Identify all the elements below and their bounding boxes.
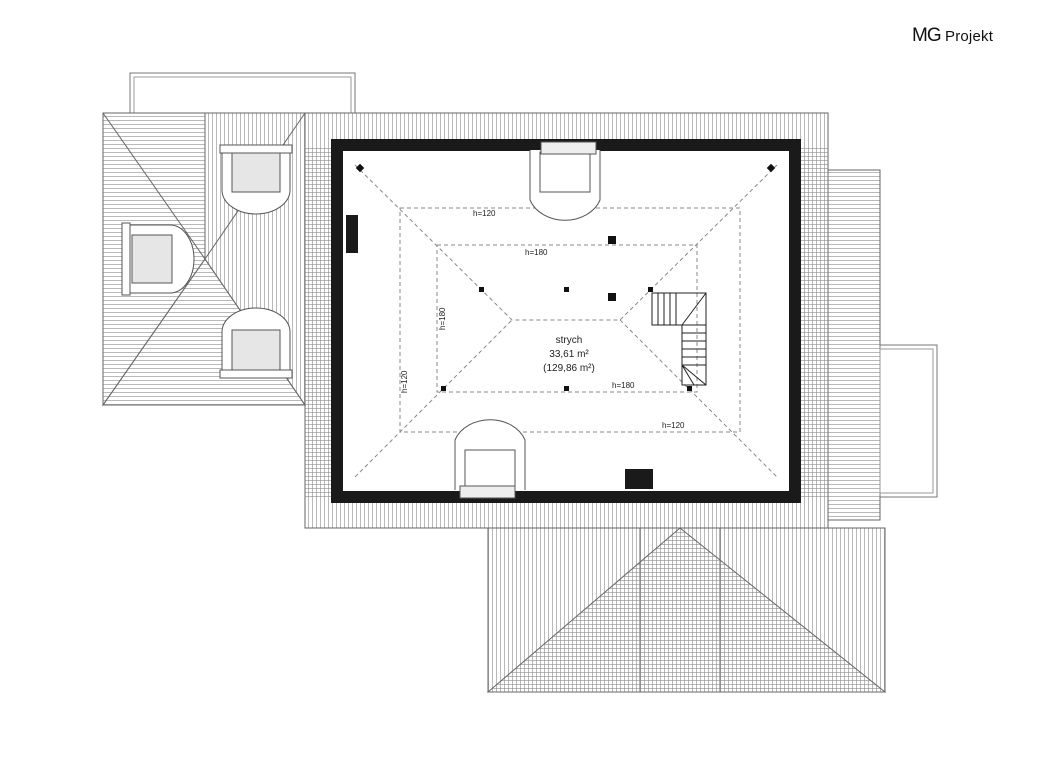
height-label: h=120 — [662, 421, 685, 430]
brand-logo: MG Projekt — [912, 25, 994, 46]
room-area-total: (129,86 m²) — [543, 363, 595, 374]
height-label: h=120 — [400, 370, 409, 393]
balcony-top — [129, 72, 356, 114]
room-name: strych — [556, 335, 583, 346]
height-label: h=180 — [612, 381, 635, 390]
height-label: h=180 — [525, 248, 548, 257]
height-label: h=120 — [473, 209, 496, 218]
chimney — [625, 469, 653, 489]
right-roof — [827, 169, 881, 521]
chimney — [346, 215, 358, 253]
dormer — [454, 141, 601, 499]
room-area: 33,61 m² — [549, 349, 589, 360]
lower-roof — [486, 527, 887, 693]
staircase — [651, 292, 707, 386]
dormer — [121, 144, 293, 379]
balcony-right — [879, 344, 938, 498]
height-label: h=180 — [438, 307, 447, 330]
